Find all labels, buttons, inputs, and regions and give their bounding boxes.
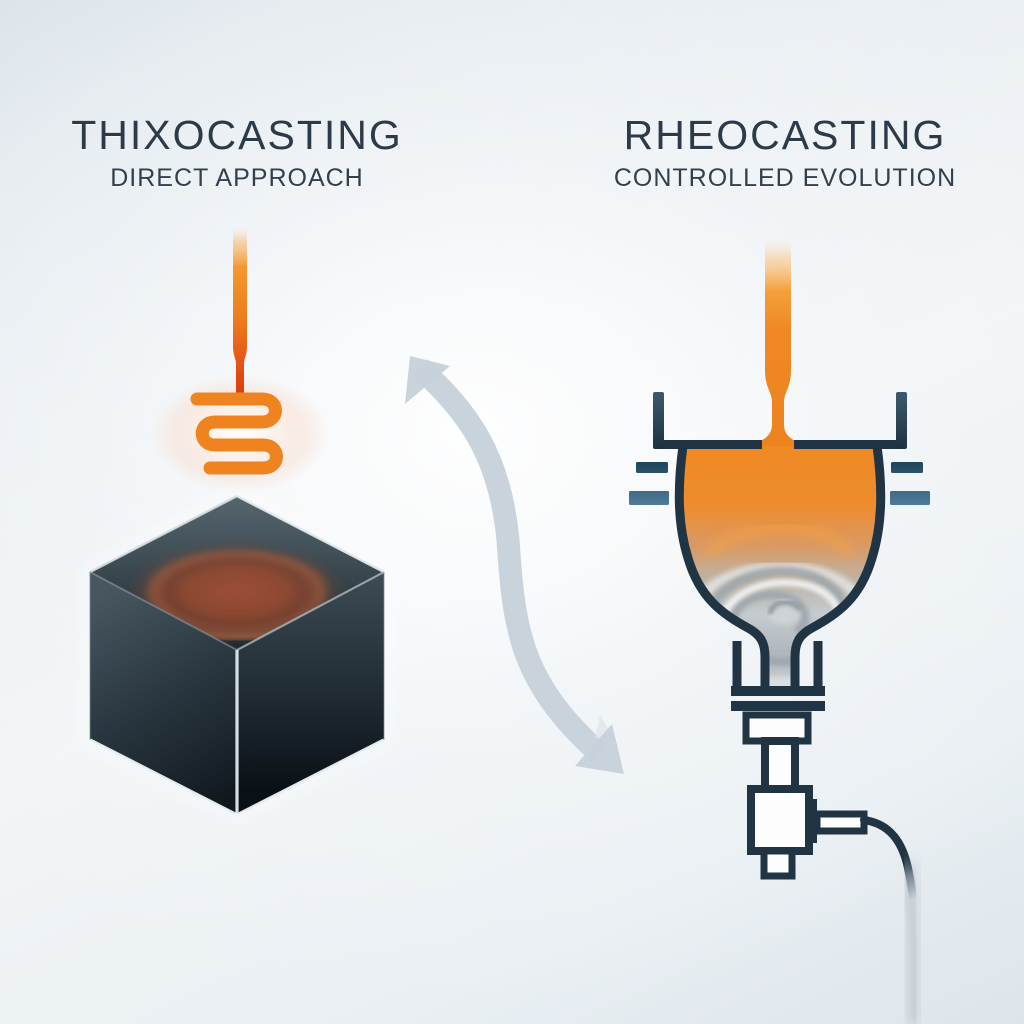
- crucible-flange-left: [653, 392, 664, 449]
- vibration-dash: [636, 462, 668, 473]
- s-curve-transition-arrow-icon: [405, 356, 624, 774]
- thixocasting-illustration: [85, 228, 389, 821]
- vibration-dash-icons: [629, 462, 930, 505]
- arrow-head-down: [575, 724, 624, 774]
- valve-block-icon: [747, 785, 817, 880]
- vibration-dash: [891, 462, 923, 473]
- slurry-crucible-icon: [653, 392, 907, 687]
- molten-pour-stream-icon: [750, 238, 806, 446]
- crucible-rim-right: [794, 440, 898, 449]
- rheocasting-title: RHEOCASTING: [623, 112, 947, 158]
- valve-stub: [760, 847, 796, 880]
- plate-bar-upper: [731, 686, 825, 696]
- arrow-head-up: [405, 356, 450, 404]
- crucible-flange-right: [896, 392, 907, 449]
- cube-left-face: [90, 572, 237, 815]
- vibration-dash: [629, 491, 669, 505]
- crucible-wall-right: [790, 445, 886, 687]
- rheocasting-illustration: [629, 238, 930, 1024]
- slurry-vortex-icon: [683, 444, 877, 687]
- vibration-dash: [890, 491, 930, 505]
- valve-nub: [809, 799, 817, 843]
- rheocasting-subtitle: CONTROLLED EVOLUTION: [613, 164, 957, 192]
- thixocasting-title: THIXOCASTING: [71, 112, 403, 158]
- crucible-rim-left: [658, 440, 762, 449]
- outlet-pipe-cable-icon: [813, 810, 929, 1024]
- arrow-shaft: [412, 359, 608, 763]
- valve-body: [747, 785, 813, 855]
- cube-right-face: [237, 572, 384, 815]
- plunger-tube: [761, 737, 799, 793]
- cube-heat-spot: [127, 540, 347, 644]
- cube-edge-highlights: [89, 494, 385, 817]
- plate-bar-lower: [731, 701, 825, 711]
- metal-billet-cube-icon: [85, 490, 389, 821]
- cable-shadow-core: [901, 864, 921, 1024]
- induction-coil-icon: [190, 392, 283, 475]
- billet-feed-rod-icon: [233, 228, 247, 396]
- crucible-wall-left: [674, 445, 770, 687]
- outlet-pipe: [813, 810, 868, 835]
- thixocasting-subtitle: DIRECT APPROACH: [110, 164, 364, 192]
